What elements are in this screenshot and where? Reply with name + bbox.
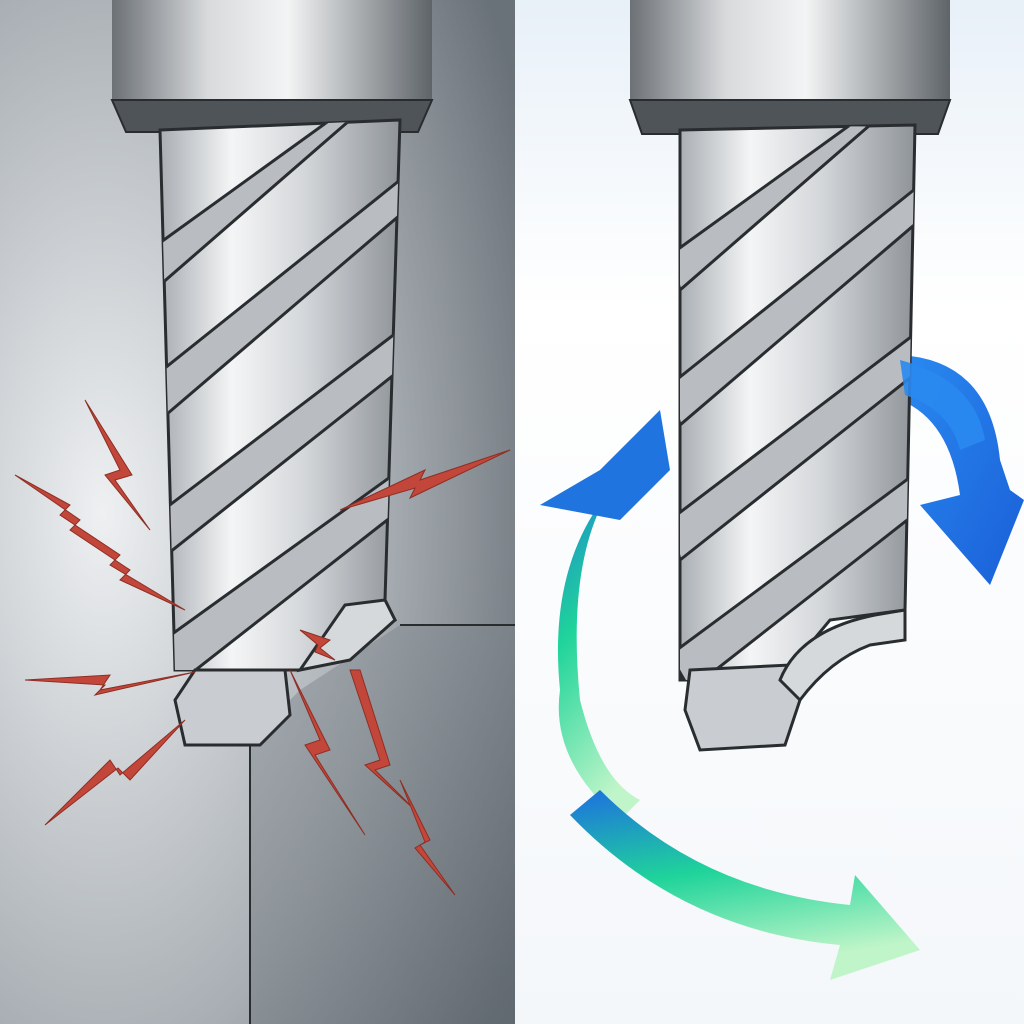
end-mill-cutter [678,123,917,752]
right-panel [515,0,1024,1024]
cycle-arrows-icon [540,355,1024,980]
tool-holder [110,0,434,133]
lightning-crack-icon [14,399,511,896]
end-mill-cutter [158,118,402,747]
tool-holder [628,0,952,135]
left-panel [0,0,515,1024]
